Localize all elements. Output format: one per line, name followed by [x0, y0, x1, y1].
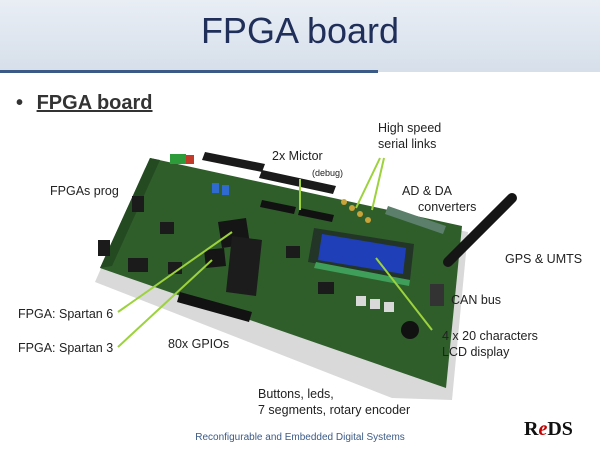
- leader-line-spartan6: [117, 231, 233, 313]
- rotary-encoder: [401, 321, 419, 339]
- red-terminal: [186, 155, 194, 164]
- logo-part-1: R: [524, 418, 539, 440]
- logo-part-2: e: [538, 418, 548, 440]
- sma-connector-1: [341, 199, 347, 205]
- footer-text: Reconfigurable and Embedded Digital Syst…: [195, 432, 405, 443]
- reds-logo: ReDS: [524, 418, 573, 441]
- top-connector-2: [259, 170, 336, 194]
- mictor-connector-2: [298, 208, 334, 222]
- label-buttons-2: 7 segments, rotary encoder: [258, 403, 411, 417]
- leader-line-serial-2: [371, 157, 385, 211]
- label-buttons-1: Buttons, leds,: [258, 387, 334, 401]
- push-button-2: [370, 299, 380, 309]
- leader-line-lcd: [375, 257, 433, 331]
- label-can-bus: CAN bus: [451, 293, 502, 307]
- bullet-dot-icon: •: [16, 92, 24, 114]
- label-high-speed-1: High speed: [378, 121, 442, 135]
- label-spartan6: FPGA: Spartan 6: [18, 307, 114, 321]
- label-lcd-1: 4 x 20 characters: [442, 329, 538, 343]
- push-button-1: [356, 296, 366, 306]
- small-chip-3: [168, 262, 182, 274]
- title-bar: [0, 0, 600, 72]
- small-chip-4: [286, 246, 300, 258]
- pcb-edge: [100, 158, 160, 268]
- leader-line-serial-1: [355, 157, 381, 209]
- lcd-screen: [318, 234, 406, 274]
- label-mictor: 2x Mictor: [272, 149, 323, 163]
- left-connector-2: [98, 240, 110, 256]
- bullet-item: • FPGA board: [16, 92, 153, 115]
- sma-connector-4: [365, 217, 371, 223]
- adda-header: [385, 206, 446, 234]
- gpio-header: [177, 292, 252, 322]
- logo-part-3: DS: [547, 418, 573, 440]
- small-chip-2: [128, 258, 148, 272]
- left-connector-1: [132, 196, 144, 212]
- blue-jumper-1: [212, 183, 219, 193]
- top-connector-1: [202, 152, 265, 172]
- pcb-board: [100, 158, 462, 388]
- blue-jumper-2: [222, 185, 229, 195]
- push-button-3: [384, 302, 394, 312]
- label-spartan3: FPGA: Spartan 3: [18, 341, 114, 355]
- mictor-connector-1: [260, 200, 296, 214]
- leader-line-spartan3: [117, 259, 213, 348]
- label-mictor-debug: (debug): [312, 168, 344, 178]
- bullet-text: FPGA board: [36, 92, 153, 114]
- slide-title: FPGA board: [200, 10, 400, 51]
- small-chip-5: [318, 282, 334, 294]
- label-high-speed-2: serial links: [378, 137, 437, 151]
- sma-connector-3: [357, 211, 363, 217]
- label-adda-1: AD & DA: [402, 184, 453, 198]
- label-gps-umts: GPS & UMTS: [505, 252, 583, 266]
- gpio-vertical-header: [226, 236, 262, 296]
- green-terminal: [170, 154, 186, 164]
- label-fpgas-prog: FPGAs prog: [50, 184, 119, 198]
- sma-connector-2: [349, 205, 355, 211]
- lcd-connector: [314, 262, 410, 286]
- label-adda-2: converters: [418, 200, 477, 214]
- can-connector: [430, 284, 444, 306]
- label-lcd-2: LCD display: [442, 345, 510, 359]
- label-gpios: 80x GPIOs: [168, 337, 230, 351]
- title-underline: [0, 70, 378, 73]
- gps-umts-antenna: [443, 193, 517, 267]
- small-chip-1: [160, 222, 174, 234]
